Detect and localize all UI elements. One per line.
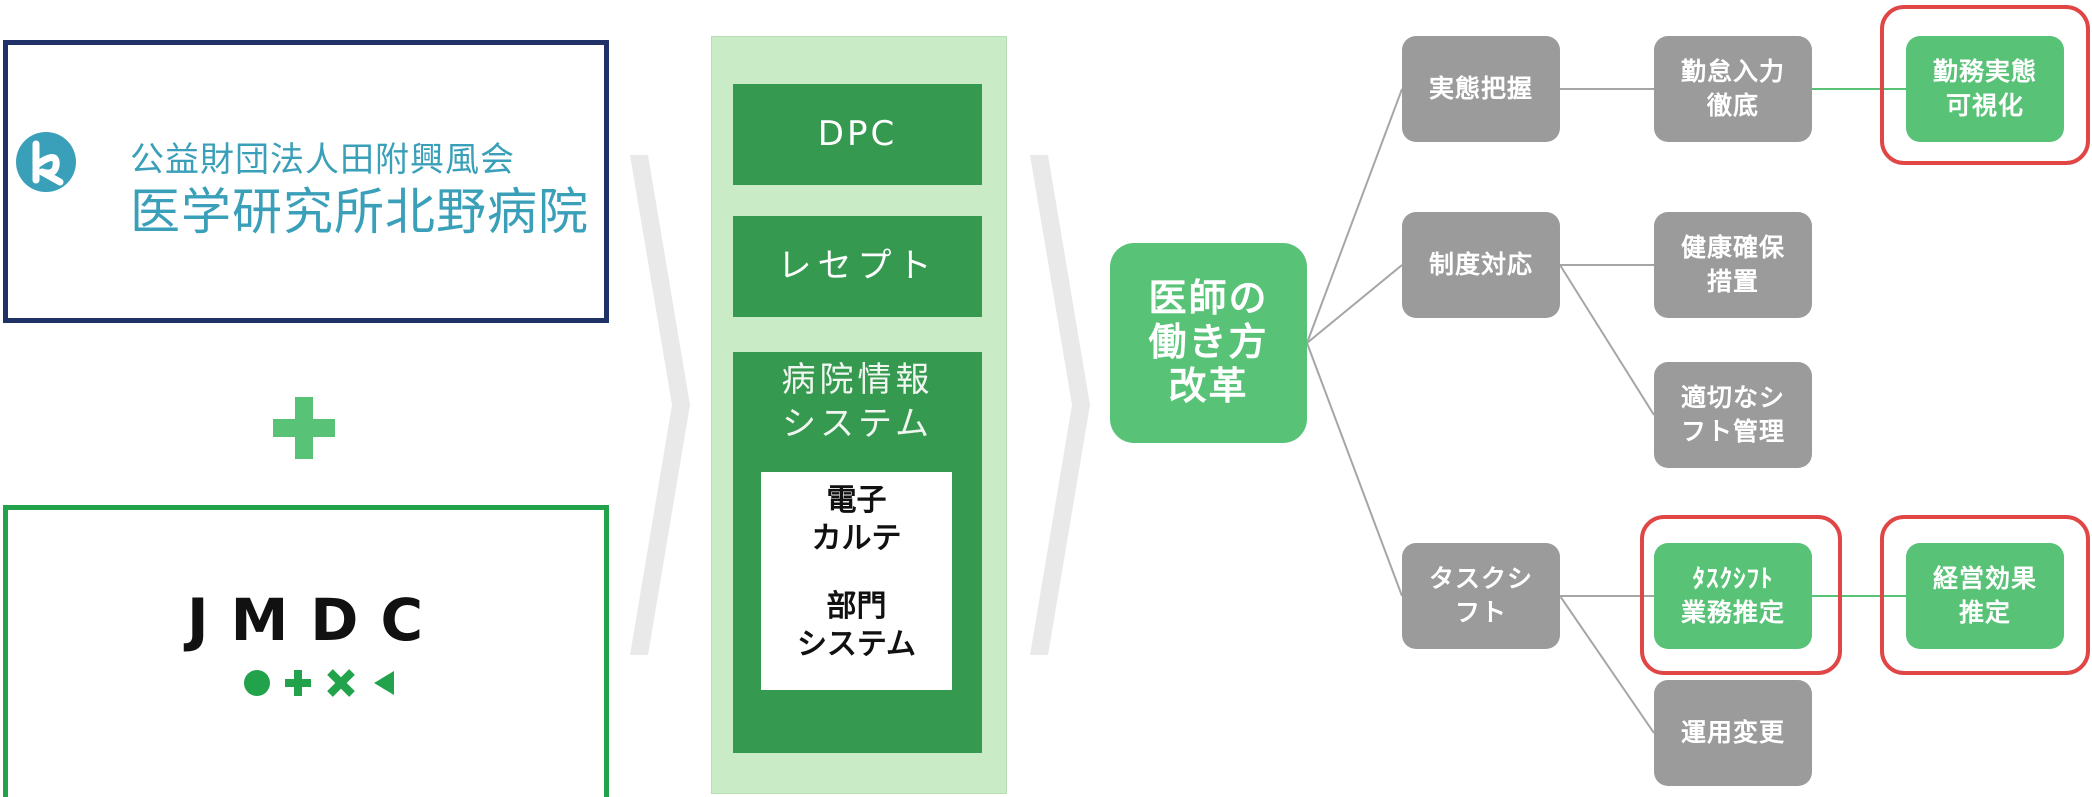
jmdc-card (3, 505, 609, 797)
hospital-name: 医学研究所北野病院 (130, 183, 589, 241)
hospital-card (3, 40, 609, 323)
highlight-frame (1880, 5, 2090, 165)
jmdc-symbols-icon (242, 666, 402, 704)
hospital-subtitle: 公益財団法人田附興風会 (130, 140, 515, 180)
tree-node-business-effect-estimation: 経営効果 推定 (1906, 543, 2064, 649)
hospital-logo-icon (16, 132, 76, 192)
doctor-work-reform-node: 医師の 働き方 改革 (1110, 243, 1307, 443)
receipt-box: レセプト (733, 216, 982, 317)
tree-node-work-visualization: 勤務実態 可視化 (1906, 36, 2064, 142)
tree-node-attendance-input: 勤怠入力 徹底 (1654, 36, 1812, 142)
hospital-info-system-label: 病院情報 システム (781, 360, 934, 444)
plus-icon (273, 397, 335, 459)
tree-node-shift-management: 適切なシ フト管理 (1654, 362, 1812, 468)
highlight-frame (1640, 515, 1842, 675)
highlight-frame (1880, 515, 2090, 675)
emr-label: 電子 カルテ (811, 483, 902, 556)
arrow-right-icon (1030, 155, 1090, 655)
tree-node-health-measures: 健康確保 措置 (1654, 212, 1812, 318)
arrow-right-icon (630, 155, 690, 655)
tree-node-system-response: 制度対応 (1402, 212, 1560, 318)
dept-system-label: 部門 システム (796, 589, 917, 662)
tree-node-operation-change: 運用変更 (1654, 680, 1812, 786)
tree-node-actual-status: 実態把握 (1402, 36, 1560, 142)
emr-dept-box: 電子 カルテ 部門 システム (761, 472, 952, 690)
dpc-box: DPC (733, 84, 982, 185)
jmdc-logo-text: JMDC (187, 586, 446, 654)
tree-node-task-shift-estimation: ﾀｽｸｼﾌﾄ 業務推定 (1654, 543, 1812, 649)
tree-node-task-shift: タスクシ フト (1402, 543, 1560, 649)
